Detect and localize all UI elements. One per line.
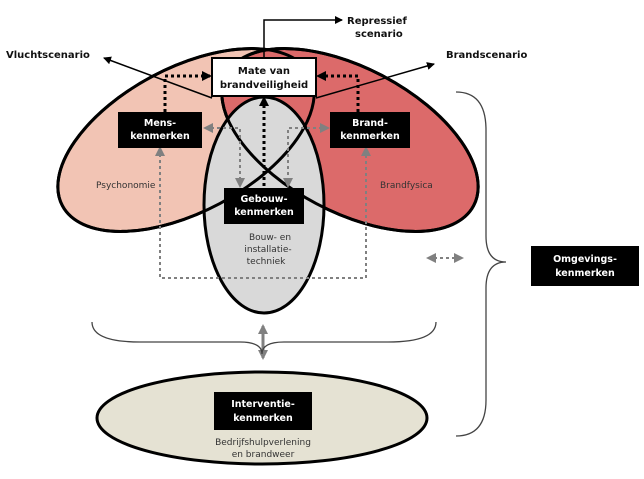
bouw-label-3: techniek [247,257,286,267]
repressief-arrow [263,16,343,58]
vluchtscenario-arrow [103,56,213,99]
mens-label-2: kenmerken [130,131,190,142]
mate-label-1: Mate van [238,66,290,77]
mens-to-mate-arrow [163,71,212,112]
vluchtscenario-label: Vluchtscenario [6,50,90,61]
gebouw-label-1: Gebouw- [240,194,287,205]
repressief-label-1: Repressief [347,16,407,27]
interventie-box [214,392,312,430]
gebouw-label-2: kenmerken [234,207,294,218]
mens-gebouw-connector [203,123,245,188]
omgeving-label-1: Omgevings- [553,254,617,265]
brand-to-mate-arrow [316,71,360,112]
omgeving-box [531,246,639,286]
mate-label-2: brandveiligheid [220,80,308,91]
brand-box [330,112,410,148]
mens-box [118,112,202,148]
interventie-label-2: kenmerken [233,413,293,424]
gebouw-box [224,188,304,224]
bouw-label-1: Bouw- en [249,233,291,243]
brand-label-2: kenmerken [340,131,400,142]
mens-label-1: Mens- [144,118,176,129]
brand-gebouw-connector [283,123,330,188]
brandscenario-label: Brandscenario [446,50,527,61]
brandscenario-arrow [315,62,435,99]
bottom-brace [91,321,437,355]
brandfysica-label: Brandfysica [380,181,433,191]
brand-label-1: Brand- [352,118,388,129]
psychonomie-label: Psychonomie [96,181,156,191]
bhv-label-1: Bedrijfshulpverlening [215,438,311,448]
bhv-label-2: en brandweer [232,450,295,460]
repressief-label-2: scenario [355,29,403,40]
interventie-label-1: Interventie- [231,399,295,410]
right-brace [455,91,507,437]
omgeving-label-2: kenmerken [555,268,615,279]
bouw-label-2: installatie- [244,245,291,255]
mate-box [211,57,317,97]
